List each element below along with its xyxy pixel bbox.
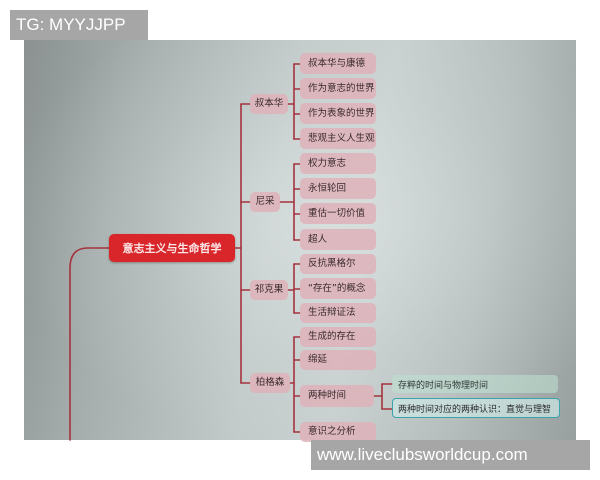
leaf-node[interactable]: 超人 [300, 229, 376, 250]
leaf-node[interactable]: 生活辩证法 [300, 303, 376, 323]
branch-kierkegaard[interactable]: 祁克果 [250, 280, 288, 300]
watermark-top-left: TG: MYYJJPP [10, 10, 148, 40]
leaf-node[interactable]: 叔本华与康德 [300, 53, 376, 74]
leaf-node[interactable]: 反抗黑格尔 [300, 254, 376, 274]
root-node[interactable]: 意志主义与生命哲学 [109, 234, 235, 262]
leaf-node[interactable]: “存在”的概念 [300, 278, 376, 299]
branch-schopenhauer[interactable]: 叔本华 [250, 94, 288, 114]
leaf-node[interactable]: 悲观主义人生观 [300, 128, 376, 149]
leaf-node[interactable]: 权力意志 [300, 153, 376, 174]
leaf-node-two-times[interactable]: 两种时间 [300, 385, 374, 407]
leaf-node[interactable]: 生成的存在 [300, 327, 376, 347]
branch-nietzsche[interactable]: 尼采 [250, 192, 280, 212]
leaf-node[interactable]: 意识之分析 [300, 422, 376, 442]
sub-leaf-node[interactable]: 存粹的时间与物理时间 [392, 375, 558, 393]
watermark-bottom-right: www.liveclubsworldcup.com [311, 440, 590, 470]
leaf-node[interactable]: 作为意志的世界 [300, 78, 376, 99]
leaf-node[interactable]: 绵延 [300, 350, 376, 370]
branch-bergson[interactable]: 柏格森 [250, 373, 290, 393]
sub-leaf-node-selected[interactable]: 两种时间对应的两种认识：直觉与理智 [392, 398, 560, 418]
leaf-node[interactable]: 重估一切价值 [300, 203, 376, 224]
leaf-node[interactable]: 永恒轮回 [300, 178, 376, 199]
leaf-node[interactable]: 作为表象的世界 [300, 103, 376, 124]
